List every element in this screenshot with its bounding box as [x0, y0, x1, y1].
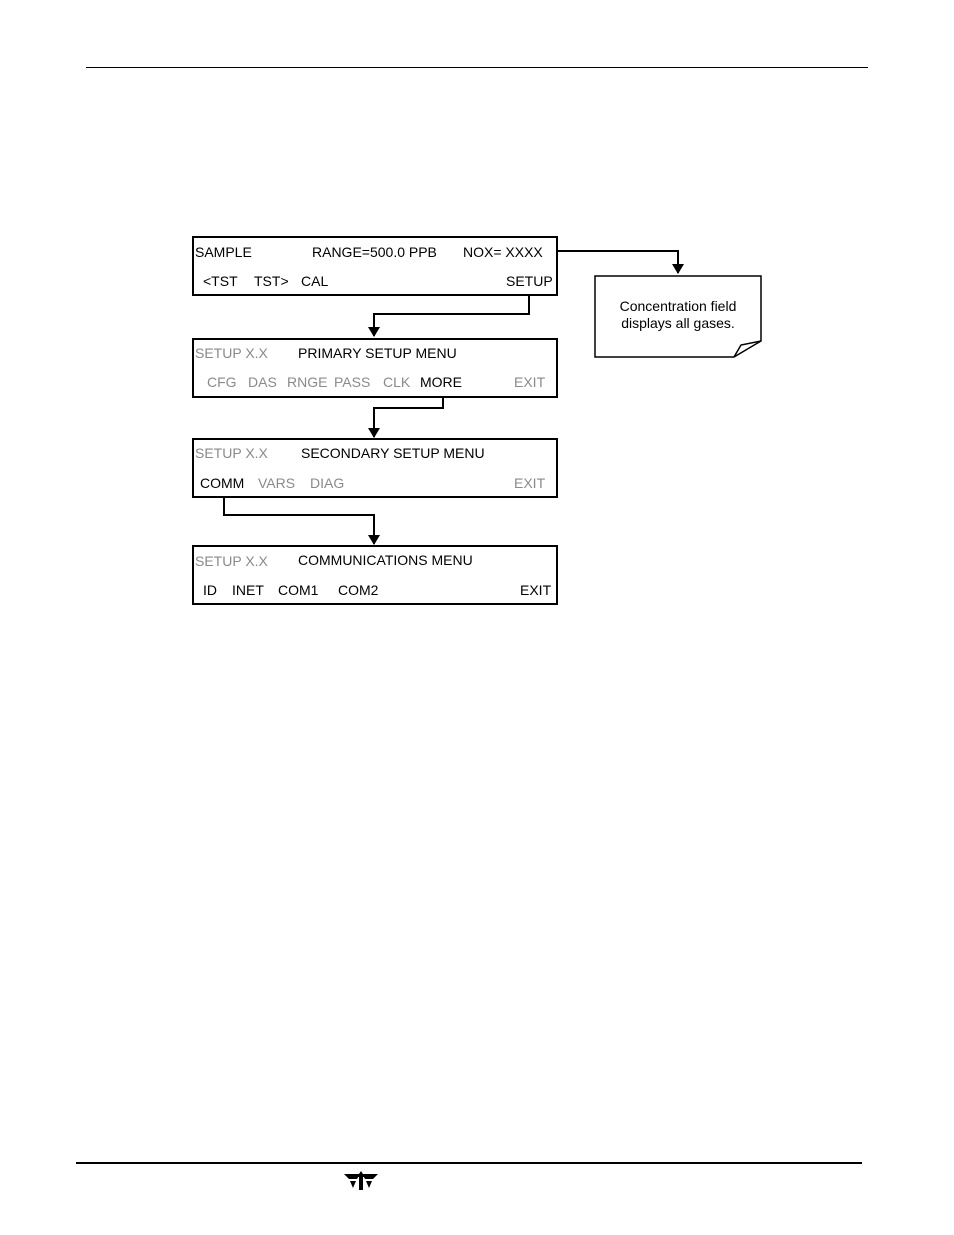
comm-exit-button[interactable]: EXIT [520, 582, 551, 598]
setup-button[interactable]: SETUP [506, 273, 553, 289]
callout-line-1: Concentration field [594, 298, 762, 315]
vars-button[interactable]: VARS [258, 475, 295, 491]
rnge-button[interactable]: RNGE [287, 374, 327, 390]
das-button[interactable]: DAS [248, 374, 277, 390]
clk-button[interactable]: CLK [383, 374, 410, 390]
primary-mode-label: SETUP X.X [195, 345, 268, 361]
com1-button[interactable]: COM1 [278, 582, 318, 598]
tst-prev-button[interactable]: <TST [203, 273, 238, 289]
primary-exit-button[interactable]: EXIT [514, 374, 545, 390]
secondary-setup-screen: SETUP X.X SECONDARY SETUP MENU COMM VARS… [192, 438, 558, 498]
company-logo-icon [343, 1168, 379, 1192]
inet-button[interactable]: INET [232, 582, 264, 598]
communications-screen: SETUP X.X COMMUNICATIONS MENU ID INET CO… [192, 545, 558, 605]
com2-button[interactable]: COM2 [338, 582, 378, 598]
diag-button[interactable]: DIAG [310, 475, 344, 491]
secondary-mode-label: SETUP X.X [195, 445, 268, 461]
sample-screen: SAMPLE RANGE=500.0 PPB NOX= XXXX <TST TS… [192, 236, 558, 296]
concentration-readout: NOX= XXXX [463, 244, 543, 260]
cfg-button[interactable]: CFG [207, 374, 237, 390]
comm-mode-label: SETUP X.X [195, 553, 268, 569]
arrow-sample-to-callout [556, 251, 678, 273]
tst-next-button[interactable]: TST> [254, 273, 289, 289]
primary-menu-title: PRIMARY SETUP MENU [298, 345, 457, 361]
callout-line-2: displays all gases. [594, 315, 762, 332]
comm-button[interactable]: COMM [200, 475, 244, 491]
arrow-comm-to-communications [224, 490, 374, 544]
communications-menu-title: COMMUNICATIONS MENU [298, 552, 473, 568]
callout-text: Concentration field displays all gases. [594, 298, 762, 332]
range-readout: RANGE=500.0 PPB [312, 244, 437, 260]
sample-mode-label: SAMPLE [195, 244, 252, 260]
secondary-exit-button[interactable]: EXIT [514, 475, 545, 491]
cal-button[interactable]: CAL [301, 273, 328, 289]
id-button[interactable]: ID [203, 582, 217, 598]
secondary-menu-title: SECONDARY SETUP MENU [301, 445, 485, 461]
pass-button[interactable]: PASS [334, 374, 370, 390]
more-button[interactable]: MORE [420, 374, 462, 390]
primary-setup-screen: SETUP X.X PRIMARY SETUP MENU CFG DAS RNG… [192, 338, 558, 398]
